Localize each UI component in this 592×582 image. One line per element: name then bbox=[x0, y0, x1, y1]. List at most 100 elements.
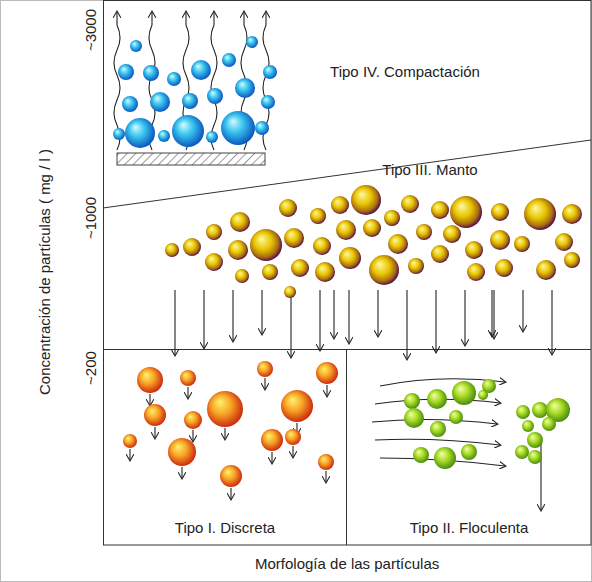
divider-line bbox=[103, 140, 591, 208]
particle bbox=[404, 408, 424, 428]
particle bbox=[261, 95, 275, 109]
flow-arrow bbox=[319, 290, 320, 350]
flow-arrow bbox=[493, 290, 494, 338]
particle bbox=[452, 381, 476, 405]
region-title: Tipo I. Discreta bbox=[175, 519, 275, 537]
flow-arrow bbox=[154, 427, 155, 438]
flow-arrow bbox=[192, 430, 193, 441]
flow-arrow bbox=[435, 290, 436, 352]
axis-title: Concentración de partículas ( mg / l ) bbox=[36, 149, 54, 395]
particle bbox=[191, 60, 211, 80]
flow-arrow bbox=[348, 290, 349, 343]
particle bbox=[130, 40, 142, 52]
particle bbox=[230, 212, 250, 232]
flow-arrow bbox=[203, 290, 204, 348]
hatched-plate bbox=[117, 153, 265, 165]
particle bbox=[222, 53, 236, 67]
flow-arrow bbox=[224, 428, 225, 439]
particle bbox=[522, 420, 534, 432]
particle bbox=[310, 208, 326, 224]
particle bbox=[221, 111, 255, 145]
flow-arrow bbox=[174, 290, 175, 355]
particle bbox=[449, 410, 463, 424]
particle bbox=[369, 255, 399, 285]
particle bbox=[331, 196, 349, 214]
particle bbox=[182, 93, 198, 109]
particle bbox=[255, 121, 269, 135]
particle bbox=[532, 402, 548, 418]
flow-arrow bbox=[333, 290, 334, 338]
region-title: Tipo III. Manto bbox=[382, 161, 477, 179]
flow-arrow bbox=[551, 290, 552, 354]
particle bbox=[263, 65, 277, 79]
flow-arrow bbox=[264, 378, 265, 389]
particle bbox=[285, 429, 301, 445]
particle bbox=[257, 361, 273, 377]
particle bbox=[261, 429, 283, 451]
particle bbox=[281, 390, 313, 422]
region-title: Tipo IV. Compactación bbox=[330, 63, 480, 81]
divider-line bbox=[346, 349, 347, 545]
particle bbox=[118, 64, 134, 80]
particle bbox=[401, 195, 419, 213]
particle bbox=[416, 224, 432, 240]
region-title: Tipo II. Floculenta bbox=[410, 519, 529, 537]
particle bbox=[207, 391, 243, 427]
particle bbox=[235, 269, 249, 283]
particle bbox=[514, 236, 530, 252]
particle bbox=[318, 454, 334, 470]
particle bbox=[158, 130, 170, 142]
tick-label: ~3000 bbox=[82, 9, 100, 51]
particle bbox=[284, 228, 304, 248]
flow-arrow bbox=[149, 394, 150, 405]
particle bbox=[262, 264, 278, 280]
flow-arrow bbox=[211, 12, 217, 150]
particle bbox=[279, 199, 297, 217]
particle bbox=[207, 88, 223, 104]
flow-arrow bbox=[292, 446, 293, 457]
particle bbox=[450, 196, 482, 228]
region-band: Tipo III. Manto bbox=[103, 150, 591, 349]
particle bbox=[478, 390, 488, 400]
particle bbox=[515, 445, 529, 459]
panel-frame bbox=[104, 1, 592, 546]
particle bbox=[125, 118, 155, 148]
flow-arrow bbox=[406, 290, 407, 359]
particle bbox=[542, 417, 556, 431]
particle bbox=[351, 185, 381, 215]
particle bbox=[113, 128, 125, 140]
particle bbox=[384, 210, 400, 226]
particle bbox=[313, 237, 331, 255]
particle bbox=[183, 238, 201, 256]
particle bbox=[491, 203, 509, 221]
flow-arrow bbox=[129, 449, 130, 460]
flow-arrow bbox=[326, 385, 327, 396]
particle bbox=[122, 96, 138, 112]
particle bbox=[461, 444, 477, 460]
particle bbox=[143, 65, 159, 81]
flow-arrow bbox=[491, 290, 492, 336]
particle bbox=[339, 247, 361, 269]
particle bbox=[235, 78, 255, 98]
particle bbox=[284, 286, 296, 298]
flow-arrow bbox=[522, 290, 523, 331]
tick-label: ~1000 bbox=[82, 197, 100, 239]
particle bbox=[220, 465, 242, 487]
particle bbox=[555, 233, 573, 251]
particle bbox=[363, 219, 381, 237]
region-band: Tipo IV. Compactación bbox=[103, 0, 591, 150]
particle bbox=[228, 240, 248, 260]
flow-arrow bbox=[230, 488, 231, 499]
particle bbox=[528, 450, 542, 464]
particle bbox=[516, 405, 530, 419]
particle bbox=[206, 224, 222, 240]
particle bbox=[123, 434, 137, 448]
flow-arrow bbox=[464, 290, 465, 345]
particle bbox=[490, 230, 510, 250]
particle bbox=[315, 262, 335, 282]
flow-arrow bbox=[540, 438, 541, 510]
particle bbox=[431, 201, 449, 219]
particle bbox=[168, 438, 196, 466]
